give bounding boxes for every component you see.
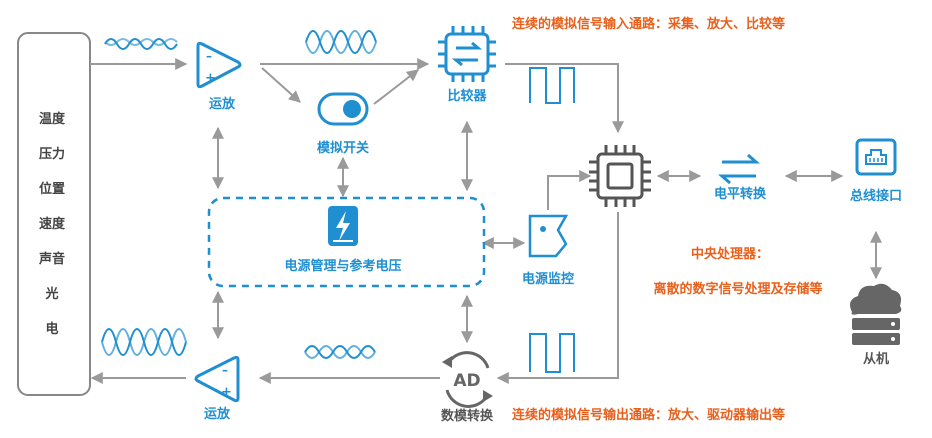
wave-output-2 <box>101 328 187 356</box>
dac-label: 数模转换 <box>441 408 494 424</box>
physical-signal-panel: 温度 压力 位置 速度 声音 光 电 <box>17 32 91 396</box>
wave-dac-out-2 <box>304 345 376 359</box>
comparator-label: 比较器 <box>447 88 487 104</box>
wave-digital-bottom <box>529 333 575 373</box>
swap-arrows-icon <box>718 153 760 185</box>
analog-switch-label: 模拟开关 <box>317 140 369 156</box>
power-management-box <box>207 196 486 288</box>
signal-speed: 速度 <box>39 216 66 232</box>
cpu-desc-note: 离散的数字信号处理及存储等 <box>653 281 822 297</box>
signal-light: 光 <box>44 286 58 302</box>
arrow-cpu-to-dac <box>496 212 619 384</box>
signal-temperature: 温度 <box>39 111 66 127</box>
svg-text:–: – <box>206 49 212 63</box>
connectors <box>90 58 882 384</box>
opamp-icon <box>194 355 240 403</box>
power-management: 电源管理与参考电压 <box>207 196 486 288</box>
signal-position: 位置 <box>39 181 65 197</box>
wave-input-small-2 <box>104 38 178 46</box>
slave: 从机 <box>850 283 902 367</box>
cpu-chip-icon <box>589 145 651 207</box>
signal-electricity: 电 <box>45 321 58 337</box>
adc-glyph: AD <box>453 371 480 391</box>
level-shift: 电平转换 <box>714 153 767 202</box>
power-monitor-icon <box>528 214 569 258</box>
arrow-comparator-to-cpu <box>505 63 624 134</box>
analog-switch: 模拟开关 <box>317 92 369 156</box>
wave-amplified-1 <box>305 30 377 54</box>
amp-bottom-label: 运放 <box>204 406 231 422</box>
amp-bottom: – + 运放 <box>194 355 240 422</box>
refresh-circle-icon: AD <box>442 351 493 408</box>
svg-text:+: + <box>221 385 232 400</box>
cpu <box>589 145 651 207</box>
opamp-icon <box>196 41 242 89</box>
battery-bolt-icon <box>328 206 358 246</box>
input-path-note: 连续的模拟信号输入通路：采集、放大、比较等 <box>512 16 785 32</box>
power-monitor-label: 电源监控 <box>522 271 574 287</box>
signal-sound: 声音 <box>38 251 65 267</box>
output-path-note: 连续的模拟信号输出通路：放大、驱动器输出等 <box>512 407 785 423</box>
level-shift-label: 电平转换 <box>714 186 767 202</box>
cpu-title-note: 中央处理器： <box>691 246 769 262</box>
arrow-amp-to-switch <box>261 67 301 103</box>
signal-pressure: 压力 <box>39 146 65 162</box>
arrow-monitor-to-cpu <box>547 170 592 210</box>
wave-input-small <box>104 38 178 50</box>
comparator-chip-icon <box>438 26 496 82</box>
wave-amplified-2 <box>305 30 377 54</box>
bus-interface: 总线接口 <box>850 138 902 204</box>
wave-digital-top <box>529 67 575 104</box>
wave-dac-out-1 <box>304 345 376 359</box>
comparator: 比较器 <box>438 26 496 104</box>
waveforms <box>101 30 575 373</box>
cloud-server-icon <box>850 283 902 345</box>
svg-text:+: + <box>205 71 216 86</box>
arrow-switch-to-comparator <box>373 69 419 105</box>
amp-top: – + 运放 <box>196 41 242 112</box>
bus-interface-label: 总线接口 <box>850 188 902 204</box>
ethernet-port-icon <box>855 138 897 176</box>
svg-text:–: – <box>222 363 228 377</box>
power-monitor: 电源监控 <box>522 214 574 287</box>
power-management-label: 电源管理与参考电压 <box>284 258 401 274</box>
slave-label: 从机 <box>863 351 889 367</box>
dac: AD 数模转换 <box>441 351 494 424</box>
amp-top-label: 运放 <box>209 96 236 112</box>
